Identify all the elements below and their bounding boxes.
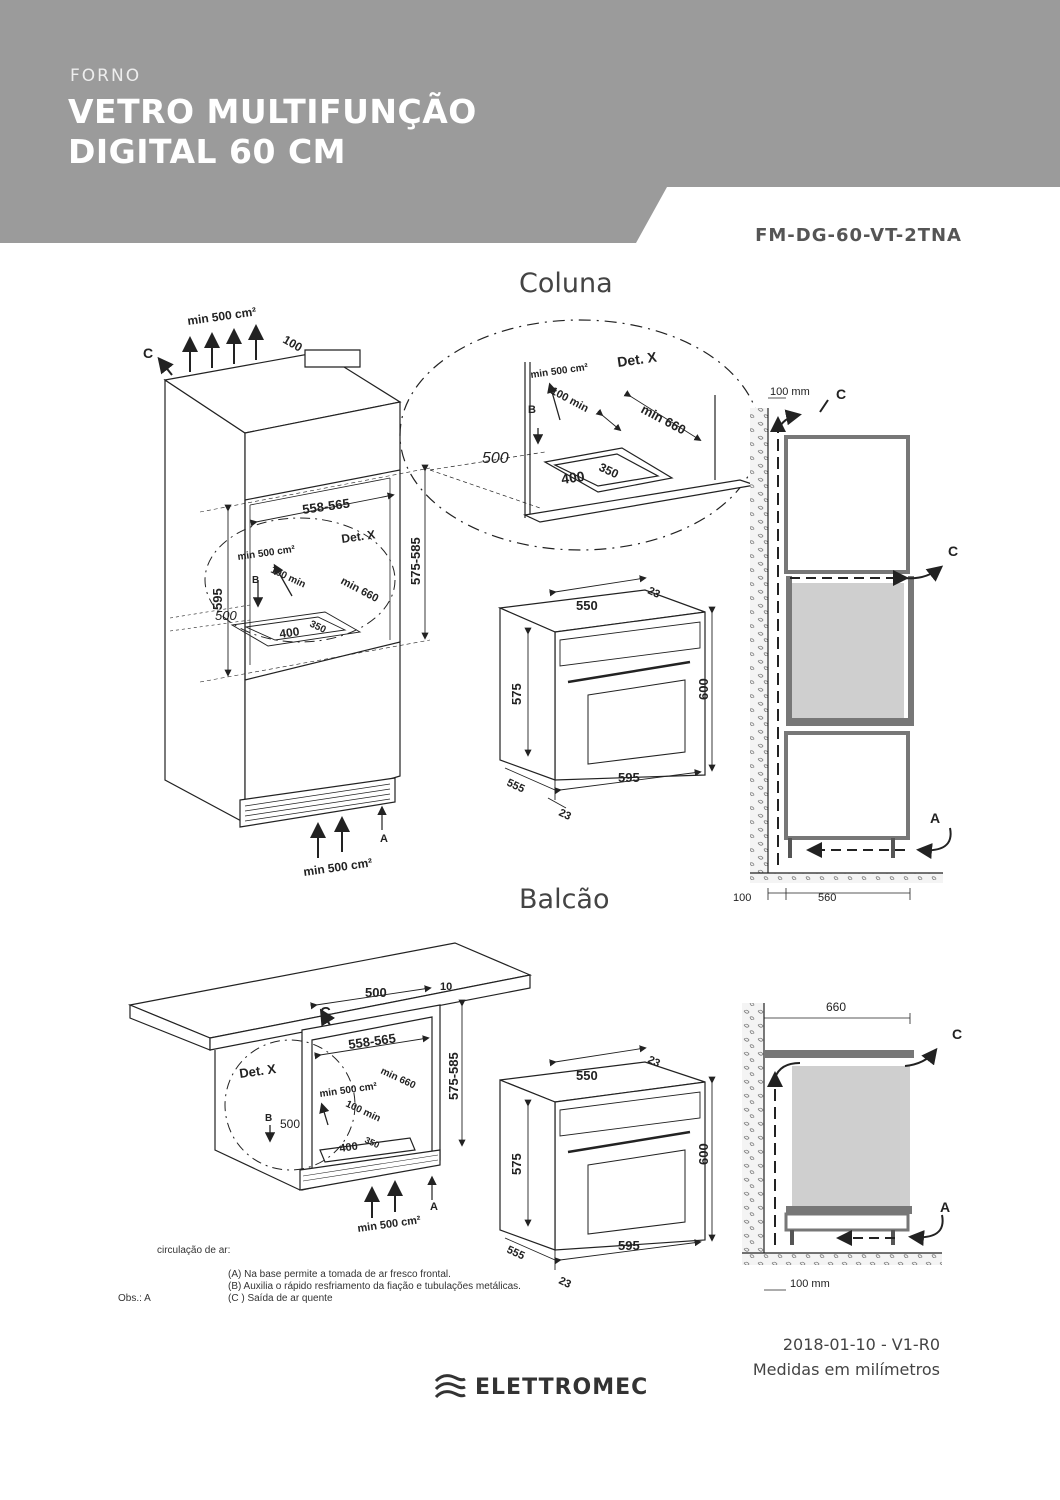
product-title: VETRO MULTIFUNÇÃO DIGITAL 60 CM xyxy=(68,92,477,171)
detail-min-660: min 660 xyxy=(639,401,689,437)
balcao-label-c: C xyxy=(320,1004,331,1021)
detail-500: 500 xyxy=(482,450,509,467)
dim-350: 350 xyxy=(308,619,328,636)
balcao-min-area-bottom: min 500 cm² xyxy=(357,1214,422,1235)
balcao-section-c: C xyxy=(952,1026,962,1042)
balcao-dim-500-detail: 500 xyxy=(280,1117,300,1131)
section-title-coluna: Coluna xyxy=(519,268,613,299)
balcao-label-a: A xyxy=(430,1201,438,1213)
model-code: FM-DG-60-VT-2TNA xyxy=(755,225,962,246)
note-a: (A) Na base permite a tomada de ar fresc… xyxy=(228,1269,451,1280)
min-area-top-label: min 500 cm² xyxy=(186,304,257,328)
oven-dim-575: 575 xyxy=(509,683,524,705)
product-category: FORNO xyxy=(70,66,142,86)
section-100mm: 100 mm xyxy=(770,386,810,398)
units-note: Medidas em milímetros xyxy=(752,1360,940,1379)
balcao-dim-558-565: 558-565 xyxy=(347,1030,396,1051)
dim-400: 400 xyxy=(278,624,300,641)
oven-dim-555: 555 xyxy=(505,777,527,796)
section-c-top: C xyxy=(836,386,846,402)
dim-575-585: 575-585 xyxy=(408,537,423,585)
label-b: B xyxy=(252,575,259,586)
balcao-label-b: B xyxy=(265,1113,272,1124)
coluna-side-section xyxy=(750,397,952,900)
oven-dim-23-top: 23 xyxy=(646,585,662,601)
balcao-oven-600: 600 xyxy=(696,1143,711,1165)
brand-logo: ELETTROMEC xyxy=(433,1370,648,1404)
balcao-det-x: Det. X xyxy=(238,1061,277,1081)
section-560: 560 xyxy=(818,892,836,904)
balcao-oven-drawing xyxy=(499,1045,716,1270)
dim-500: 500 xyxy=(215,608,237,623)
section-c-mid: C xyxy=(948,543,958,559)
coluna-cabinet-drawing xyxy=(157,324,431,858)
min-area-detail: min 500 cm² xyxy=(237,544,296,563)
balcao-oven-595: 595 xyxy=(618,1238,640,1253)
header-background xyxy=(0,0,1060,243)
elettromec-logo-icon xyxy=(434,1374,466,1399)
balcao-counter-drawing xyxy=(127,942,533,1218)
section-100: 100 xyxy=(733,892,751,904)
balcao-section-labels: 660 C A 100 mm xyxy=(790,1000,962,1290)
dim-558-565: 558-565 xyxy=(301,495,350,516)
min-area-bottom-label: min 500 cm² xyxy=(302,855,373,879)
note-b: (B) Auxilia o rápido resfriamento da fia… xyxy=(228,1281,521,1292)
note-c: (C ) Saída de ar quente xyxy=(228,1293,333,1304)
label-c-top: C xyxy=(143,345,153,361)
oven-dim-600: 600 xyxy=(696,678,711,700)
dim-100-top: 100 xyxy=(281,332,306,354)
detail-det-x: Det. X xyxy=(616,349,658,370)
dim-100-min: 100 min xyxy=(269,565,307,591)
balcao-dim-10: 10 xyxy=(440,981,452,993)
header-band xyxy=(0,0,1060,243)
balcao-oven-575: 575 xyxy=(509,1153,524,1175)
balcao-side-section xyxy=(742,1003,944,1291)
balcao-oven-23-top: 23 xyxy=(646,1054,662,1070)
balcao-section-a: A xyxy=(940,1199,950,1215)
balcao-section-100mm: 100 mm xyxy=(790,1278,830,1290)
balcao-oven-555: 555 xyxy=(505,1244,527,1263)
dim-min-660: min 660 xyxy=(339,575,381,605)
balcao-dim-400: 400 xyxy=(339,1141,359,1155)
balcao-oven-550: 550 xyxy=(576,1068,598,1083)
oven-dim-595: 595 xyxy=(618,770,640,785)
section-title-balcao: Balcão xyxy=(519,884,610,915)
balcao-dim-575-585: 575-585 xyxy=(446,1052,461,1100)
notes-heading: circulação de ar: xyxy=(157,1245,231,1256)
date-version: 2018-01-10 - V1-R0 xyxy=(782,1335,940,1354)
note-obs: Obs.: A xyxy=(118,1293,151,1304)
coluna-section-labels: 100 mm C C A 100 560 xyxy=(733,386,958,904)
coluna-detail-x xyxy=(399,319,761,551)
footer-info: 2018-01-10 - V1-R0 Medidas em milímetros xyxy=(753,1332,940,1382)
balcao-section-660: 660 xyxy=(826,1000,846,1014)
oven-dim-23-bottom: 23 xyxy=(557,807,573,823)
balcao-oven-labels: 550 23 575 600 595 555 23 xyxy=(505,1054,711,1291)
detail-label-b: B xyxy=(528,404,536,416)
balcao-dim-500: 500 xyxy=(365,985,387,1000)
balcao-oven-23-bottom: 23 xyxy=(557,1275,573,1291)
detail-min-area: min 500 cm² xyxy=(530,362,589,381)
det-x-label: Det. X xyxy=(340,527,376,546)
dim-595: 595 xyxy=(210,588,225,610)
detail-400: 400 xyxy=(560,468,586,487)
oven-dim-550: 550 xyxy=(576,598,598,613)
brand-name: ELETTROMEC xyxy=(475,1374,649,1400)
detail-350: 350 xyxy=(597,460,621,481)
coluna-detail-labels: min 500 cm² Det. X B 100 min min 660 500… xyxy=(482,349,688,487)
label-a-bottom: A xyxy=(380,833,388,845)
coluna-oven-drawing xyxy=(497,575,716,809)
section-a: A xyxy=(930,810,940,826)
